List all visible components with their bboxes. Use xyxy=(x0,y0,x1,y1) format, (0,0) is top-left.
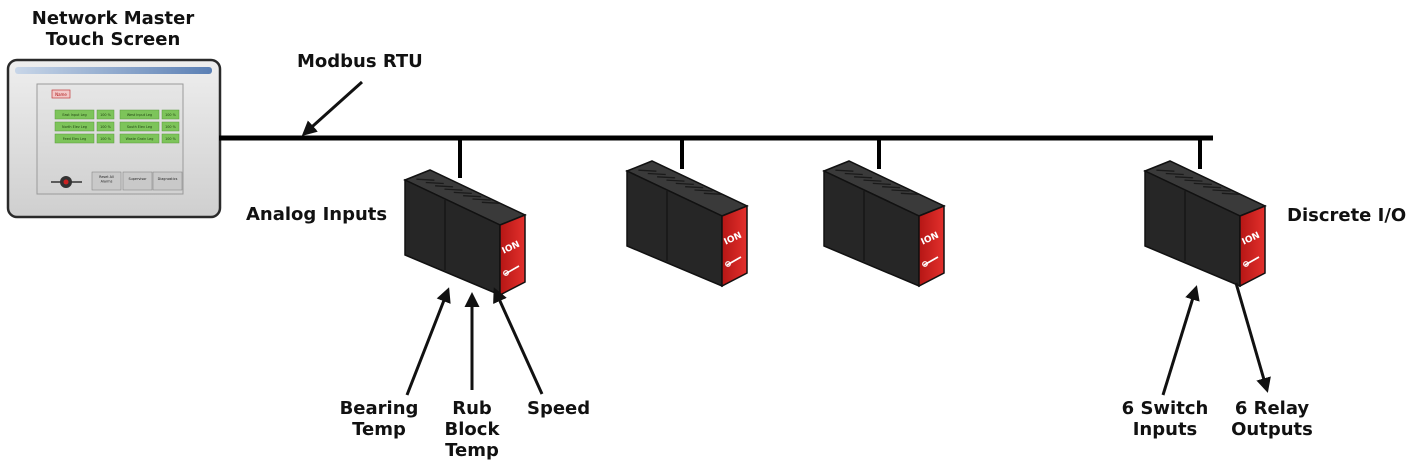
screen-status-cell xyxy=(54,133,95,144)
screen-status-cell xyxy=(161,109,180,120)
screen-status-cell xyxy=(119,109,160,120)
touch-screen-title-bar xyxy=(15,67,212,74)
network-master-label-line1: Network Master xyxy=(31,8,195,29)
signal-arrows xyxy=(405,282,1271,396)
screen-name-button-label: Name xyxy=(55,92,67,97)
rub-block-temp-label-line3: Temp xyxy=(445,440,499,461)
bearing-temp-arrow xyxy=(405,287,451,396)
relay-outputs-label-line2: Outputs xyxy=(1231,419,1313,440)
screen-status-text: North Elev Leg xyxy=(62,125,87,129)
screen-status-text: South Elev Leg xyxy=(127,125,152,129)
screen-bottom-button-label: Supervisor xyxy=(128,177,147,181)
screen-bottom-button-label: Alarms xyxy=(101,180,113,184)
screen-name-button xyxy=(51,89,71,99)
screen-status-text: 100 % xyxy=(165,113,177,117)
screen-status-text: 100 % xyxy=(165,137,177,141)
module-key-icon xyxy=(923,256,939,266)
screen-status-cell xyxy=(161,121,180,132)
module-drops xyxy=(458,138,1202,178)
screen-status-cell xyxy=(96,109,115,120)
screen-status-cell xyxy=(54,109,95,120)
network-master-label-line2: Touch Screen xyxy=(45,29,181,50)
io-modules: ION ION ION ION xyxy=(403,160,1267,297)
io-module: ION xyxy=(403,169,527,297)
switch-inputs-arrow xyxy=(1161,285,1200,396)
screen-bottom-button xyxy=(122,171,153,191)
modbus-pointer-arrow xyxy=(301,80,364,137)
screen-status-text: East Input Leg xyxy=(62,113,86,117)
bearing-temp-label-line2: Temp xyxy=(352,419,406,440)
screen-status-cell xyxy=(119,121,160,132)
rub-block-temp-label-line1: Rub xyxy=(452,398,492,419)
switch-inputs-label-line2: Inputs xyxy=(1132,419,1198,440)
switch-inputs-label: 6 Switch Inputs xyxy=(1115,398,1215,440)
rub-block-temp-label-line2: Block xyxy=(444,419,500,440)
rub-block-temp-label: Rub Block Temp xyxy=(437,398,507,461)
screen-status-text: 100 % xyxy=(100,125,112,129)
screen-status-text: Waste Grain Leg xyxy=(126,137,154,141)
relay-outputs-arrow xyxy=(1234,282,1271,393)
screen-bottom-button-label: Diagnostics xyxy=(158,177,178,181)
analog-inputs-label: Analog Inputs xyxy=(246,204,388,225)
discrete-io-label: Discrete I/O xyxy=(1287,205,1407,226)
switch-inputs-label-line1: 6 Switch xyxy=(1121,398,1209,419)
screen-bottom-button xyxy=(91,171,122,191)
screen-status-cell xyxy=(96,121,115,132)
screen-status-cell xyxy=(54,121,95,132)
screen-status-text: West Input Leg xyxy=(127,113,152,117)
bearing-temp-label-line1: Bearing xyxy=(339,398,419,419)
screen-status-cell xyxy=(119,133,160,144)
module-key-icon xyxy=(726,256,742,266)
io-module: ION xyxy=(822,160,946,288)
screen-bottom-button xyxy=(152,171,183,191)
screen-status-text: 100 % xyxy=(165,125,177,129)
network-master-label: Network Master Touch Screen xyxy=(28,8,198,50)
module-key-icon xyxy=(504,265,520,275)
relay-outputs-label-line1: 6 Relay xyxy=(1234,398,1310,419)
relay-outputs-label: 6 Relay Outputs xyxy=(1222,398,1322,440)
io-module: ION xyxy=(625,160,749,288)
modbus-rtu-label: Modbus RTU xyxy=(297,51,423,72)
speed-arrow xyxy=(493,287,544,395)
module-key-icon xyxy=(1244,256,1260,266)
screen-status-cell xyxy=(96,133,115,144)
screen-bottom-button-label: Reset All xyxy=(99,175,114,179)
screen-status-grid: East Input Leg 100 % West Input Leg 100 % No… xyxy=(54,109,180,144)
io-module: ION xyxy=(1143,160,1267,288)
screen-status-text: 100 % xyxy=(100,113,112,117)
bearing-temp-label: Bearing Temp xyxy=(334,398,424,440)
screen-status-text: Feed Elev Leg xyxy=(63,137,87,141)
screen-status-cell xyxy=(161,133,180,144)
speed-label: Speed xyxy=(527,398,591,419)
screen-status-text: 100 % xyxy=(100,137,112,141)
touch-screen-device: Name East Input Leg 100 % West Input Leg 10… xyxy=(6,58,222,219)
